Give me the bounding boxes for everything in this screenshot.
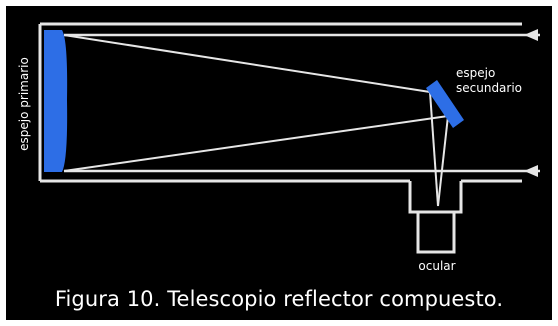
eyepiece-label: ocular	[418, 259, 455, 273]
diagram-panel	[6, 6, 552, 320]
eyepiece-lens	[416, 212, 456, 254]
primary-mirror	[44, 30, 68, 172]
reflected-ray-bottom	[63, 115, 449, 172]
secondary-mirror-label-line2: secundario	[456, 81, 522, 95]
focused-ray-right	[437, 115, 449, 207]
eyepiece-barrel	[408, 181, 463, 214]
reflected-rays	[63, 34, 449, 207]
arrow-left-icon	[524, 29, 538, 177]
incoming-arrow-bottom-icon	[524, 165, 538, 177]
reflected-ray-top	[63, 34, 431, 93]
figure-caption: Figura 10. Telescopio reflector compuest…	[54, 287, 504, 311]
focused-ray-left	[429, 91, 439, 207]
secondary-mirror	[426, 80, 464, 128]
telescope-tube	[38, 22, 522, 183]
eyepiece-housing	[408, 181, 463, 254]
incoming-rays	[64, 33, 540, 173]
secondary-mirror-label-line1: espejo	[456, 66, 495, 80]
incoming-arrow-top-icon	[524, 29, 538, 41]
primary-mirror-label: espejo primario	[17, 57, 31, 151]
